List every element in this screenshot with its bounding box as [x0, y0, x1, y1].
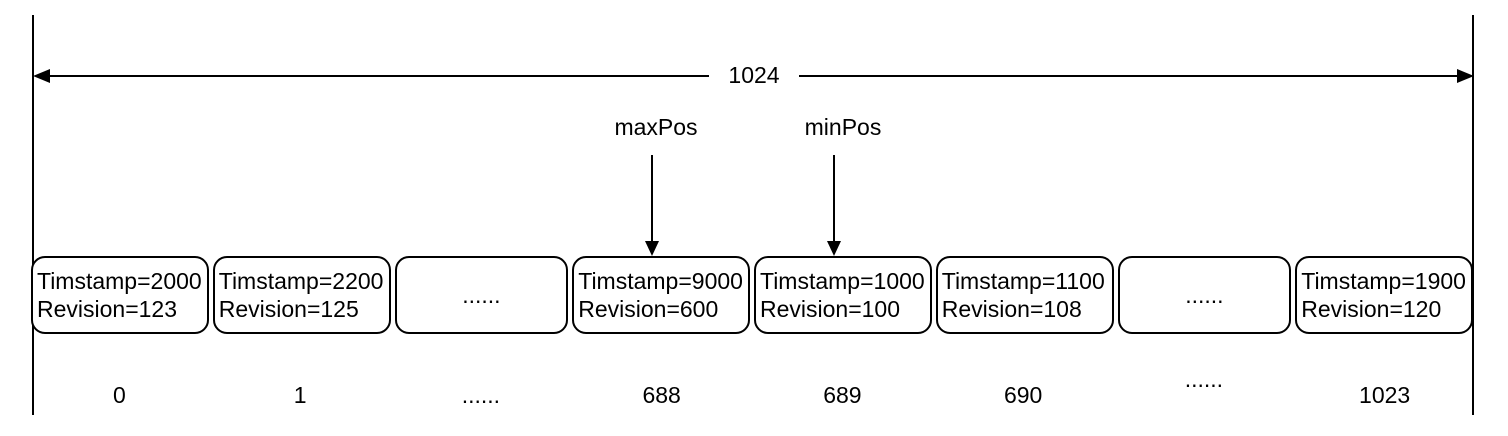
index-label: 688 — [642, 382, 681, 408]
buffer-cell-ellipsis: ...... — [1117, 256, 1292, 334]
right-boundary-line — [1472, 15, 1474, 415]
buffer-cells-row: Timstamp=2000 Revision=123 Timstamp=2200… — [31, 256, 1473, 334]
minpos-label: minPos — [804, 114, 882, 140]
maxpos-arrowhead-icon — [645, 241, 659, 256]
cell-timestamp: Timstamp=2000 — [37, 268, 202, 294]
minpos-arrow-stem — [833, 155, 835, 241]
index-label: 1023 — [1359, 382, 1411, 408]
cell-timestamp: Timstamp=1900 — [1301, 268, 1466, 294]
index-label: ...... — [461, 382, 501, 408]
cell-timestamp: Timstamp=1100 — [941, 268, 1105, 294]
maxpos-label: maxPos — [614, 114, 698, 140]
cell-timestamp: Timstamp=1000 — [760, 268, 925, 294]
right-arrowhead-icon — [1457, 69, 1474, 83]
cell-revision: Revision=108 — [941, 296, 1082, 322]
capacity-label: 1024 — [709, 62, 799, 89]
index-label: ...... — [1184, 366, 1224, 392]
cell-revision: Revision=125 — [218, 296, 359, 322]
cell-timestamp: Timstamp=9000 — [578, 268, 743, 294]
index-label: 690 — [1003, 382, 1043, 408]
buffer-cell-690: Timstamp=1100 Revision=108 — [935, 256, 1114, 334]
buffer-cell-1023: Timstamp=1900 Revision=120 — [1295, 256, 1473, 334]
buffer-cell-1: Timstamp=2200 Revision=125 — [212, 256, 391, 334]
cell-ellipsis: ...... — [1185, 282, 1224, 308]
left-boundary-line — [32, 15, 34, 415]
cell-timestamp: Timstamp=2200 — [218, 268, 384, 294]
maxpos-arrow-stem — [651, 155, 653, 241]
index-row: 0 1 ...... 688 689 690 ...... 1023 — [31, 366, 1473, 409]
buffer-cell-ellipsis: ...... — [394, 256, 569, 334]
cell-ellipsis: ...... — [462, 282, 501, 308]
index-label: 0 — [112, 382, 126, 408]
cell-revision: Revision=600 — [578, 296, 719, 322]
cell-revision: Revision=100 — [760, 296, 901, 322]
index-label: 689 — [823, 382, 862, 408]
cell-revision: Revision=123 — [37, 296, 178, 322]
buffer-cell-689: Timstamp=1000 Revision=100 — [754, 256, 932, 334]
buffer-cell-0: Timstamp=2000 Revision=123 — [31, 256, 209, 334]
cell-revision: Revision=120 — [1301, 296, 1442, 322]
left-arrowhead-icon — [33, 69, 50, 83]
buffer-cell-688: Timstamp=9000 Revision=600 — [572, 256, 750, 334]
minpos-arrowhead-icon — [827, 241, 841, 256]
index-label: 1 — [293, 382, 307, 408]
